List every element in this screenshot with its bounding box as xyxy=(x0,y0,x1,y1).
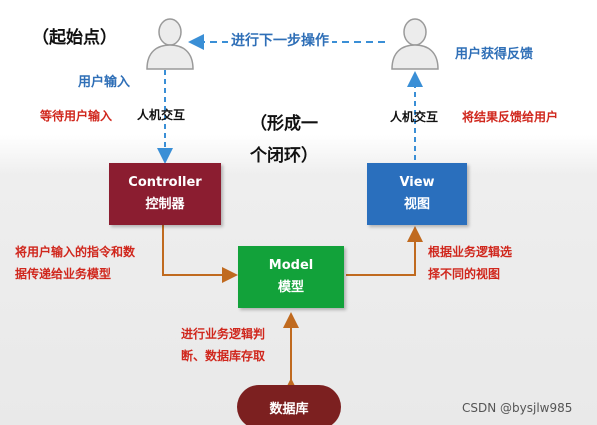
loop-label-line2: 个闭环） xyxy=(250,146,318,166)
database-label: 数据库 xyxy=(269,401,309,417)
view-box: View 视图 xyxy=(367,163,467,225)
user-icon-left xyxy=(142,14,198,70)
controller-subtitle: 控制器 xyxy=(145,197,185,212)
user-input-label: 用户输入 xyxy=(78,75,131,90)
model-to-view-label-line2: 择不同的视图 xyxy=(428,267,501,281)
model-to-view-label-line1: 根据业务逻辑选 xyxy=(428,245,513,259)
model-box: Model 模型 xyxy=(238,246,344,308)
watermark: CSDN @bysjlw985 xyxy=(462,401,573,415)
user-icon-right xyxy=(387,14,443,70)
controller-to-model-arrow xyxy=(162,224,238,283)
model-db-label-line1: 进行业务逻辑判 xyxy=(181,327,266,341)
loop-label-line1: （形成一 xyxy=(250,114,318,134)
view-subtitle: 视图 xyxy=(403,197,430,212)
start-label: （起始点） xyxy=(32,28,117,48)
user-feedback-label: 用户获得反馈 xyxy=(455,47,534,62)
controller-name: Controller xyxy=(128,174,202,190)
model-subtitle: 模型 xyxy=(277,280,304,295)
view-name: View xyxy=(399,174,435,190)
model-to-view-arrow xyxy=(346,226,423,276)
controller-to-model-label-line1: 将用户输入的指令和数 xyxy=(15,245,136,259)
controller-to-model-label-line2: 据传递给业务模型 xyxy=(15,267,112,281)
hci-right-label: 人机交互 xyxy=(390,110,439,124)
hci-left-label: 人机交互 xyxy=(137,108,186,122)
feedback-to-user-label: 将结果反馈给用户 xyxy=(462,110,559,124)
model-db-label-line2: 断、数据库存取 xyxy=(181,349,266,363)
next-step-label: 进行下一步操作 xyxy=(228,34,332,48)
wait-input-label: 等待用户输入 xyxy=(40,109,113,123)
controller-box: Controller 控制器 xyxy=(109,163,221,225)
database-node: 数据库 xyxy=(237,385,341,425)
model-name: Model xyxy=(268,257,314,273)
